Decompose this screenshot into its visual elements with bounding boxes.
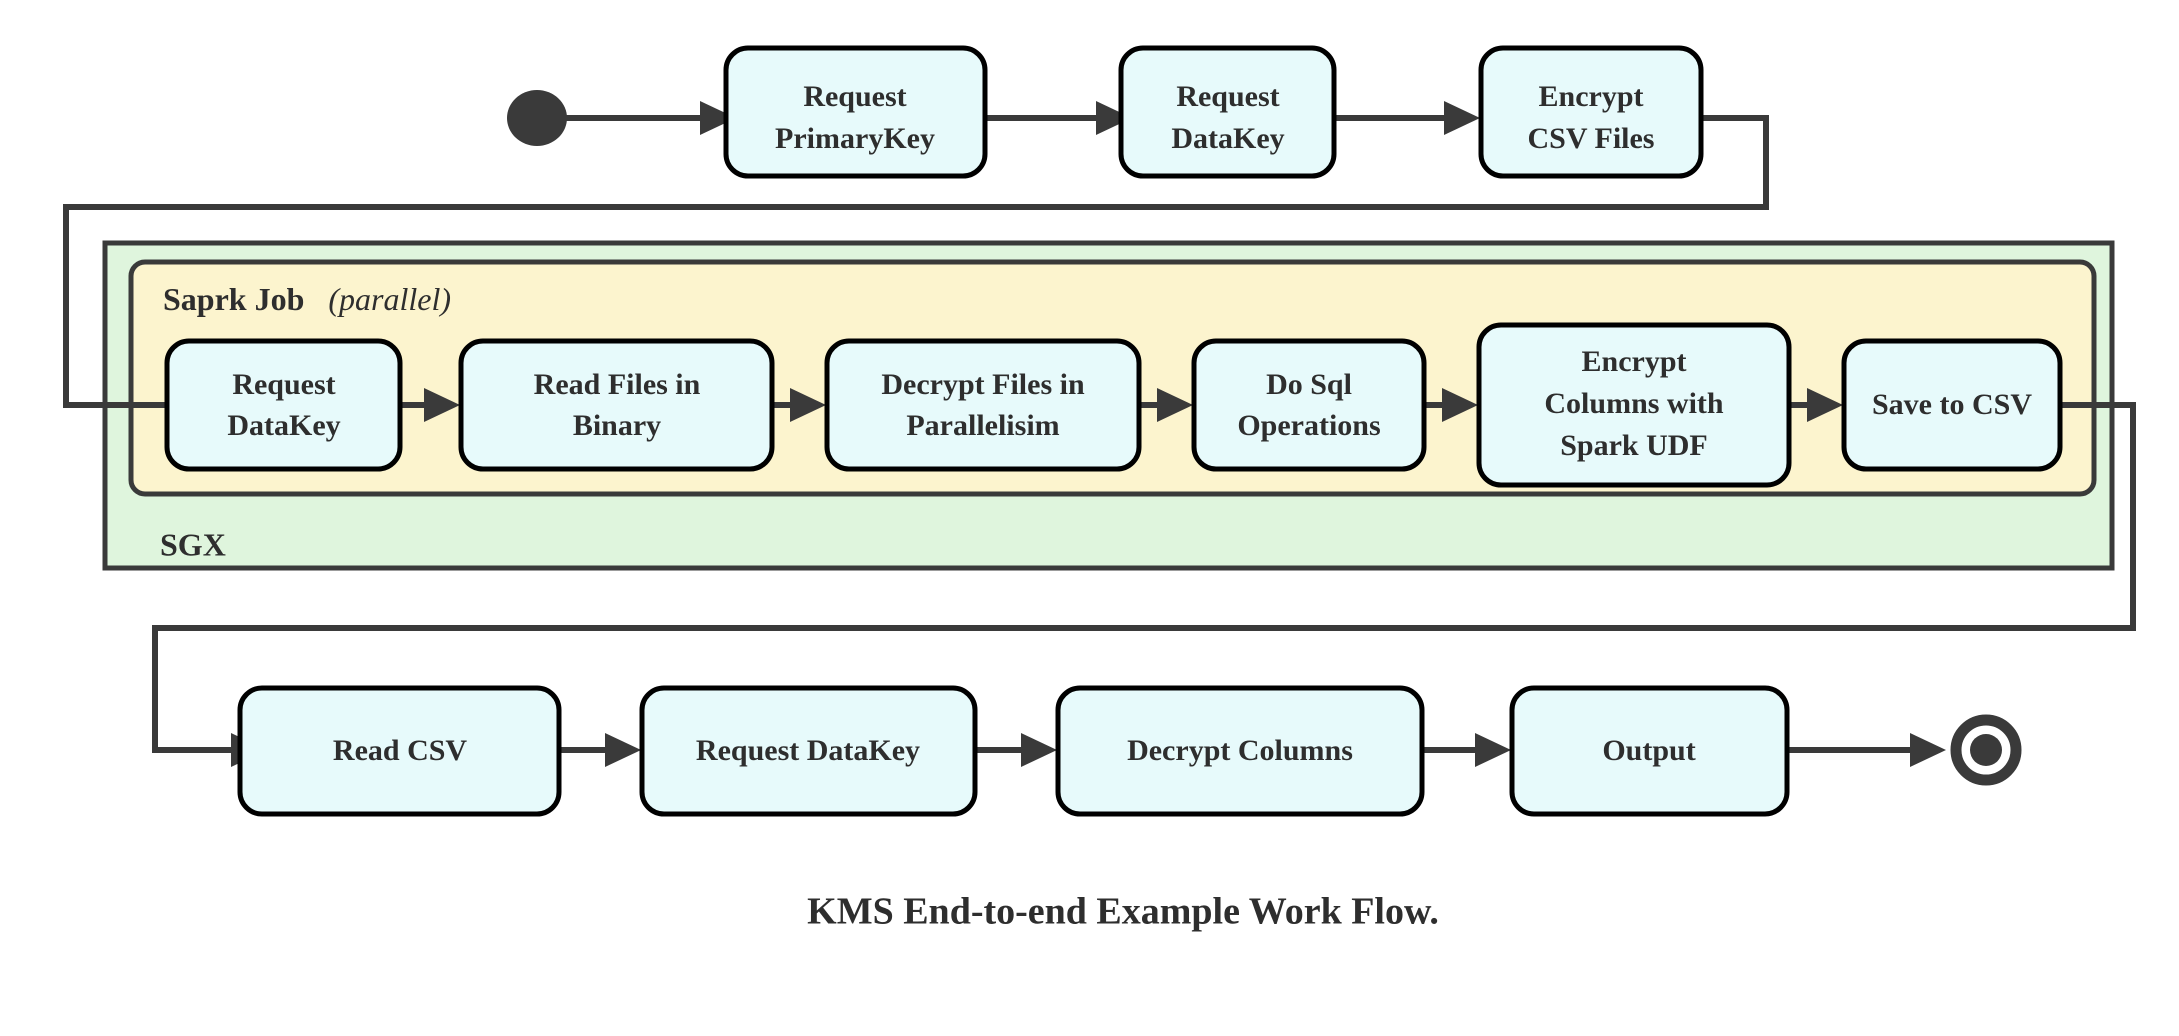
node-encrypt-columns-with-spark-udf[interactable]: Encrypt Columns with Spark UDF xyxy=(1476,322,1792,488)
node-encrypt-columns-label-line3: Spark UDF xyxy=(1560,429,1708,462)
node-decrypt-files-in-parallelisim[interactable]: Decrypt Files in Parallelisim xyxy=(824,338,1142,472)
node-request-datakey-top-box[interactable] xyxy=(1118,45,1337,179)
node-save-to-csv-box[interactable] xyxy=(1841,338,2063,472)
node-read-csv[interactable]: Read CSV xyxy=(237,685,562,817)
start-node-circle xyxy=(507,90,567,146)
node-read-files-in-binary-box[interactable] xyxy=(458,338,775,472)
arrowhead-icon xyxy=(1096,101,1132,135)
spark-job-label-bold: Saprk Job xyxy=(163,281,304,317)
node-encrypt-csv-files[interactable]: Encrypt CSV Files xyxy=(1478,45,1704,179)
node-do-sql-operations-label-line2: Operations xyxy=(1237,409,1380,442)
edge-datakey-to-encrypt-csv xyxy=(1334,101,1480,135)
edge-read-csv-to-request-datakey xyxy=(559,733,641,767)
node-output-box[interactable] xyxy=(1509,685,1790,817)
node-read-files-in-binary[interactable]: Read Files in Binary xyxy=(458,338,775,472)
arrowhead-icon xyxy=(1807,388,1843,422)
node-decrypt-files-label-line2: Parallelisim xyxy=(906,409,1059,442)
arrowhead-icon xyxy=(1910,733,1946,767)
node-request-primarykey-label-line1: Request xyxy=(803,80,906,113)
spark-job-container-label: Saprk Job (parallel) xyxy=(163,281,451,317)
node-decrypt-columns[interactable]: Decrypt Columns xyxy=(1055,685,1425,817)
node-output-label: Output xyxy=(1602,734,1695,767)
node-encrypt-csv-files-label-line1: Encrypt xyxy=(1539,80,1644,113)
arrowhead-icon xyxy=(605,733,641,767)
edge-decrypt-parallel-to-do-sql xyxy=(1139,388,1193,422)
start-node xyxy=(507,90,567,146)
end-node-dot xyxy=(1970,734,2002,766)
edge-spark-datakey-to-read-binary xyxy=(400,388,460,422)
arrowhead-icon xyxy=(1157,388,1193,422)
node-save-to-csv-label: Save to CSV xyxy=(1872,388,2032,421)
node-output[interactable]: Output xyxy=(1509,685,1790,817)
node-decrypt-columns-box[interactable] xyxy=(1055,685,1425,817)
node-encrypt-csv-files-label-line2: CSV Files xyxy=(1528,122,1655,155)
end-node-ring xyxy=(1950,714,2022,786)
node-encrypt-columns-box[interactable] xyxy=(1476,322,1792,488)
arrowhead-icon xyxy=(424,388,460,422)
node-request-datakey-spark-label-line1: Request xyxy=(232,368,335,401)
node-request-primarykey-box[interactable] xyxy=(723,45,988,179)
node-request-datakey-top-label-line2: DataKey xyxy=(1171,122,1284,155)
arrowhead-icon xyxy=(790,388,826,422)
node-request-primarykey[interactable]: Request PrimaryKey xyxy=(723,45,988,179)
node-decrypt-files-label-line1: Decrypt Files in xyxy=(881,368,1085,401)
node-request-datakey-spark[interactable]: Request DataKey xyxy=(164,338,403,472)
node-request-primarykey-label-line2: PrimaryKey xyxy=(775,122,935,155)
node-encrypt-csv-files-box[interactable] xyxy=(1478,45,1704,179)
arrowhead-icon xyxy=(1442,388,1478,422)
arrowhead-icon xyxy=(1444,101,1480,135)
node-read-csv-label: Read CSV xyxy=(333,734,468,767)
node-decrypt-columns-label: Decrypt Columns xyxy=(1127,734,1353,767)
edge-decrypt-columns-to-output xyxy=(1422,733,1511,767)
node-encrypt-columns-label-line2: Columns with xyxy=(1544,387,1724,420)
node-request-datakey-top-label-line1: Request xyxy=(1176,80,1279,113)
edge-do-sql-to-encrypt-columns xyxy=(1424,388,1478,422)
diagram-caption: KMS End-to-end Example Work Flow. xyxy=(807,891,1439,933)
node-read-csv-box[interactable] xyxy=(237,685,562,817)
node-save-to-csv[interactable]: Save to CSV xyxy=(1841,338,2063,472)
node-read-files-in-binary-label-line1: Read Files in xyxy=(534,368,701,401)
node-request-datakey-bottom-box[interactable] xyxy=(639,685,978,817)
spark-job-label-italic: (parallel) xyxy=(328,281,451,317)
edge-primarykey-to-datakey xyxy=(985,101,1132,135)
node-request-datakey-top[interactable]: Request DataKey xyxy=(1118,45,1337,179)
edge-encrypt-columns-to-save-csv xyxy=(1789,388,1843,422)
node-request-datakey-bottom-label: Request DataKey xyxy=(696,734,920,767)
node-request-datakey-bottom[interactable]: Request DataKey xyxy=(639,685,978,817)
edge-start-to-request-primarykey xyxy=(566,101,736,135)
node-do-sql-operations-label-line1: Do Sql xyxy=(1266,368,1352,401)
node-encrypt-columns-label-line1: Encrypt xyxy=(1582,345,1687,378)
node-request-datakey-spark-box[interactable] xyxy=(164,338,403,472)
sgx-container-label: SGX xyxy=(160,526,226,562)
node-read-files-in-binary-label-line2: Binary xyxy=(573,409,661,442)
node-do-sql-operations-box[interactable] xyxy=(1191,338,1427,472)
node-request-datakey-spark-label-line2: DataKey xyxy=(227,409,340,442)
end-node xyxy=(1950,714,2022,786)
arrowhead-icon xyxy=(1021,733,1057,767)
arrowhead-icon xyxy=(700,101,736,135)
edge-read-binary-to-decrypt-parallel xyxy=(772,388,826,422)
arrowhead-icon xyxy=(1475,733,1511,767)
node-decrypt-files-in-parallelisim-box[interactable] xyxy=(824,338,1142,472)
edge-request-datakey-to-decrypt-columns xyxy=(975,733,1057,767)
node-do-sql-operations[interactable]: Do Sql Operations xyxy=(1191,338,1427,472)
edge-output-to-end xyxy=(1787,733,1946,767)
